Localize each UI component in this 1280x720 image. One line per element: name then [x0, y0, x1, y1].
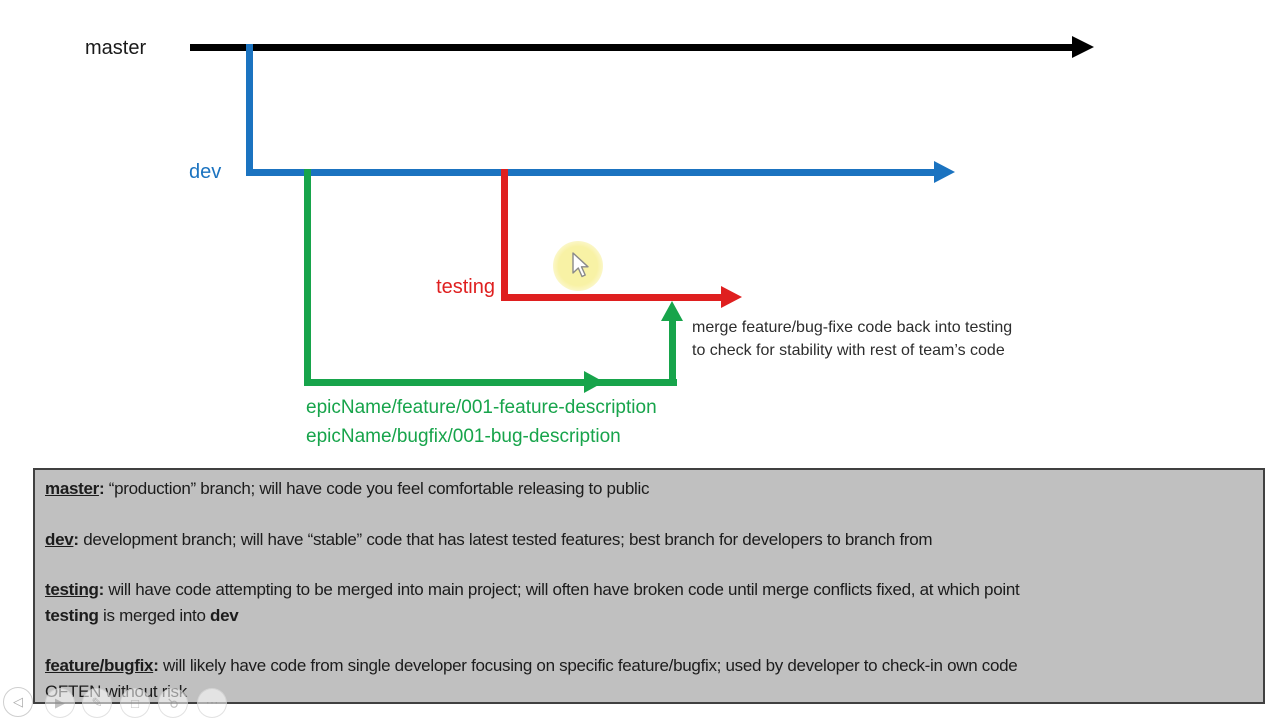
- merge-back-line: [669, 318, 676, 386]
- dev-branch-label: dev: [189, 161, 222, 183]
- master-arrowhead-icon: [1072, 36, 1094, 58]
- merge-up-arrowhead-icon: [661, 301, 683, 321]
- merge-note: merge feature/bug-fixe code back into te…: [692, 316, 1012, 362]
- legend-text-segment: “production” branch; will have code you …: [104, 479, 650, 498]
- pen-icon: ✎: [91, 695, 103, 710]
- legend-paragraphs: master: “production” branch; will have c…: [45, 476, 1253, 704]
- pen-button[interactable]: ✎: [82, 688, 112, 718]
- stop-icon: □: [131, 695, 139, 711]
- legend-text-segment: master: [45, 479, 99, 498]
- dev-branch-fork-line: [246, 44, 253, 176]
- legend-line: OFTEN without risk: [45, 679, 1253, 705]
- more-icon: ⋯: [205, 695, 219, 710]
- legend-line: dev: development branch; will have “stab…: [45, 527, 1253, 553]
- legend-text-segment: will likely have code from single develo…: [158, 656, 1018, 675]
- legend-text-segment: is merged into: [98, 605, 211, 625]
- feature-branch-fork-line: [304, 169, 311, 386]
- legend-text-segment: will have code attempting to be merged i…: [104, 580, 1020, 599]
- merge-note-line1: merge feature/bug-fixe code back into te…: [692, 319, 1013, 336]
- feature-branch-name: epicName/feature/001-feature-description: [306, 397, 657, 418]
- dev-arrowhead-icon: [934, 161, 955, 183]
- testing-branch-label: testing: [436, 276, 495, 298]
- mouse-cursor-icon: [572, 252, 589, 278]
- legend-text-segment: :: [153, 656, 159, 675]
- dev-branch-line: [246, 169, 936, 176]
- testing-arrowhead-icon: [721, 286, 742, 308]
- bugfix-branch-name: epicName/bugfix/001-bug-description: [306, 426, 621, 447]
- legend-text-segment: :: [73, 529, 79, 549]
- testing-branch-fork-line: [501, 169, 508, 301]
- previous-icon: ◁: [13, 694, 23, 709]
- stop-button[interactable]: □: [120, 688, 150, 718]
- feature-arrowhead-icon: [584, 371, 604, 393]
- more-button[interactable]: ⋯: [197, 688, 227, 718]
- legend-text-segment: :: [98, 580, 105, 599]
- merge-note-line2: to check for stability with rest of team…: [692, 342, 1005, 359]
- legend-text-segment: development branch; will have “stable” c…: [78, 529, 933, 549]
- feature-branch-line: [304, 379, 677, 386]
- testing-branch-line: [501, 294, 723, 301]
- legend-paragraph: testing: will have code attempting to be…: [45, 577, 1253, 628]
- legend-paragraph: master: “production” branch; will have c…: [45, 476, 1253, 502]
- legend-paragraph: feature/bugfix: will likely have code fr…: [45, 653, 1253, 704]
- magnifier-button[interactable]: ⚲: [158, 688, 188, 718]
- legend-box: master: “production” branch; will have c…: [33, 468, 1265, 704]
- play-button[interactable]: ▶: [45, 688, 75, 718]
- magnifier-icon: ⚲: [164, 694, 183, 713]
- legend-text-segment: OFTEN without risk: [45, 681, 187, 701]
- legend-line: testing is merged into dev: [45, 603, 1253, 629]
- play-icon: ▶: [55, 695, 65, 710]
- legend-text-segment: feature/bugfix: [45, 656, 154, 675]
- master-branch-label: master: [85, 37, 147, 59]
- legend-line: master: “production” branch; will have c…: [45, 476, 1253, 502]
- legend-text-segment: :: [98, 479, 105, 498]
- master-branch-line: [190, 44, 1074, 51]
- feature-branch-labels: epicName/feature/001-feature-description…: [306, 393, 657, 451]
- legend-text-segment: dev: [45, 529, 74, 549]
- legend-text-segment: dev: [210, 605, 239, 625]
- previous-button[interactable]: ◁: [3, 687, 33, 717]
- legend-text-segment: testing: [45, 605, 99, 625]
- legend-line: feature/bugfix: will likely have code fr…: [45, 653, 1253, 679]
- legend-line: testing: will have code attempting to be…: [45, 577, 1253, 603]
- legend-paragraph: dev: development branch; will have “stab…: [45, 527, 1253, 553]
- legend-text-segment: testing: [45, 580, 99, 599]
